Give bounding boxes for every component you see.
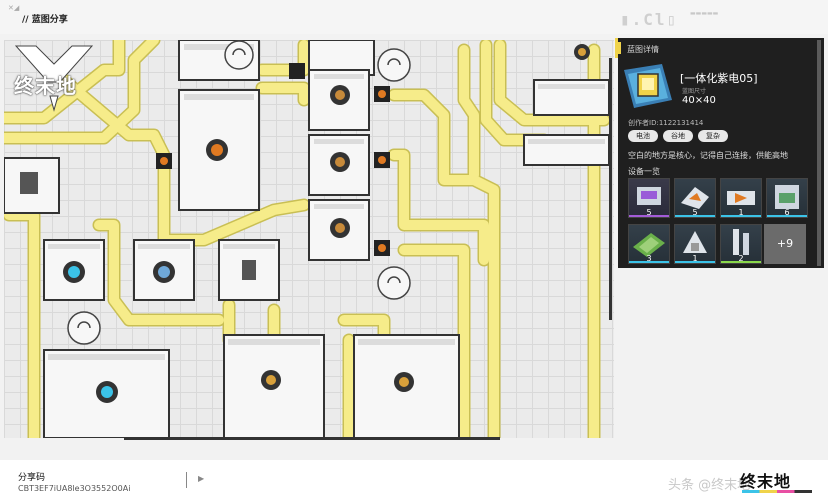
equipment-crusher[interactable]: 5	[674, 178, 716, 218]
equipment-count: 1	[738, 208, 744, 217]
equipment-count: 5	[646, 208, 652, 217]
game-logo: 终末地	[6, 42, 102, 114]
brand-color-stripe	[742, 490, 812, 493]
equipment-count: 3	[646, 254, 652, 263]
panel-scrollbar[interactable]	[817, 40, 821, 266]
size-value: 40×40	[682, 95, 716, 106]
equipment-title: 设备一览	[628, 167, 660, 176]
tag-complex[interactable]: 复杂	[698, 130, 728, 142]
panel-accent-marker	[615, 38, 618, 58]
equipment-count: 1	[692, 254, 698, 263]
map-vertical-scrollbar[interactable]	[609, 58, 612, 320]
copy-arrow-icon[interactable]: ▶	[198, 474, 205, 483]
equipment-count: 5	[692, 208, 698, 217]
section-accent	[618, 42, 621, 54]
press-icon	[683, 231, 707, 253]
equipment-count: 2	[738, 254, 744, 263]
equipment-furnace[interactable]: 5	[628, 178, 670, 218]
creator-id: 创作者ID:1122131414	[628, 119, 704, 127]
blueprint-details-panel: 蓝图详情 [一体化紫电05] 蓝图尺寸 40×40 创作者ID:11221314…	[618, 38, 824, 268]
blueprint-map[interactable]	[4, 40, 614, 438]
watermark-text: 头条 @终末地	[668, 478, 751, 493]
furnace-icon	[637, 187, 661, 205]
circuit-icon	[633, 233, 665, 257]
logo-text: 终末地	[14, 74, 77, 98]
share-code-value[interactable]: CBT3EF7iUA8le3O3552O0Ai	[18, 484, 131, 493]
refinery-icon	[727, 191, 755, 205]
brand-logo-text: 终末地	[740, 472, 792, 491]
crusher-icon	[681, 187, 709, 209]
x-mark-icon: ✕◢	[8, 4, 20, 12]
equipment-tank[interactable]: 2	[720, 224, 762, 264]
tank-icon	[733, 229, 749, 255]
header-bar: ✕◢ // 蓝图分享 ▮.Cl▯ ▬▬▬▬▬	[0, 0, 828, 34]
equipment-press[interactable]: 1	[674, 224, 716, 264]
assembler-icon	[775, 185, 799, 209]
machine-cores	[20, 44, 590, 403]
map-horizontal-scrollbar[interactable]	[124, 437, 500, 440]
blueprint-description: 空白的地方是核心，记得自己连接，供能高地	[628, 151, 788, 160]
tag-valley[interactable]: 谷地	[663, 130, 693, 142]
share-code-label: 分享码	[18, 473, 46, 483]
blueprint-name: [一体化紫电05]	[680, 72, 758, 85]
page-title: // 蓝图分享	[22, 15, 68, 25]
equipment-count: 6	[784, 208, 790, 217]
equipment-assembler[interactable]: 6	[766, 178, 808, 218]
blueprint-layout	[4, 40, 611, 438]
size-label: 蓝图尺寸	[682, 88, 707, 95]
tag-battery[interactable]: 电池	[628, 130, 658, 142]
blueprint-thumbnail-icon	[624, 64, 672, 108]
logo-emblem-icon	[14, 45, 94, 112]
more-equipment-button[interactable]: +9	[764, 224, 806, 264]
footer-bar: 分享码 CBT3EF7iUA8le3O3552O0Ai ▶ 头条 @终末地 终末…	[0, 460, 828, 500]
power-pylons	[67, 40, 411, 345]
tag-list: 电池 谷地 复杂	[628, 130, 728, 142]
decorative-stripe: ▬▬▬▬▬	[690, 10, 719, 17]
equipment-circuit[interactable]: 3	[628, 224, 670, 264]
decorative-logo-glyphs: ▮.Cl▯	[620, 10, 679, 29]
panel-title: 蓝图详情	[627, 45, 659, 54]
equipment-refinery[interactable]: 1	[720, 178, 762, 218]
footer-divider	[186, 472, 187, 488]
